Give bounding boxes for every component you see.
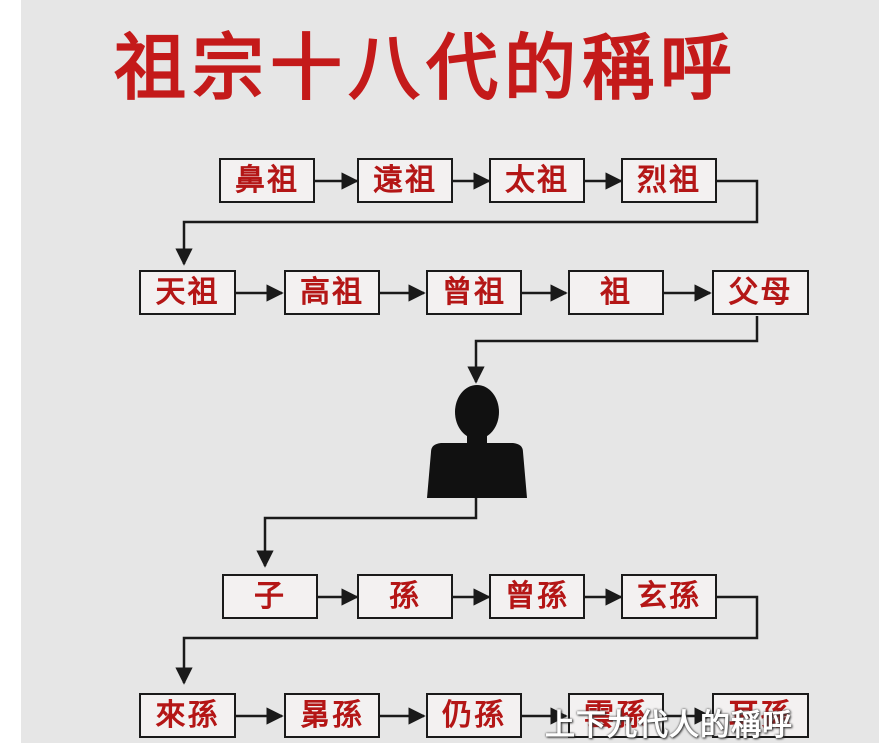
arrow-4-5	[175, 179, 759, 266]
page-title: 祖宗十八代的稱呼	[113, 25, 738, 110]
node-sun: 孫	[357, 574, 453, 619]
diagram-panel	[21, 0, 879, 743]
node-zengsun: 曾孫	[489, 574, 585, 619]
arrow-self-to-child	[256, 498, 478, 568]
node-fumu: 父母	[712, 270, 809, 315]
node-liezu: 烈祖	[621, 158, 717, 203]
node-kunsun: 晜孫	[284, 693, 380, 738]
node-zu: 祖	[568, 270, 664, 315]
arrow-13-14	[175, 595, 759, 685]
node-yunsun: 雲孫	[568, 693, 664, 738]
watermark-caption: 上下九代人的稱呼	[545, 708, 793, 743]
node-laisun: 來孫	[139, 693, 236, 738]
arrow-to-self	[467, 316, 759, 384]
node-taizu: 太祖	[489, 158, 585, 203]
node-ersun: 耳孫	[712, 693, 809, 738]
node-zengzu: 曾祖	[426, 270, 522, 315]
node-rengsun: 仍孫	[426, 693, 522, 738]
node-bizu: 鼻祖	[219, 158, 315, 203]
node-tianzu: 天祖	[139, 270, 236, 315]
node-zi: 子	[222, 574, 318, 619]
node-gaozu: 高祖	[284, 270, 380, 315]
node-yuanzu: 遠祖	[357, 158, 453, 203]
node-xuansun: 玄孫	[621, 574, 717, 619]
